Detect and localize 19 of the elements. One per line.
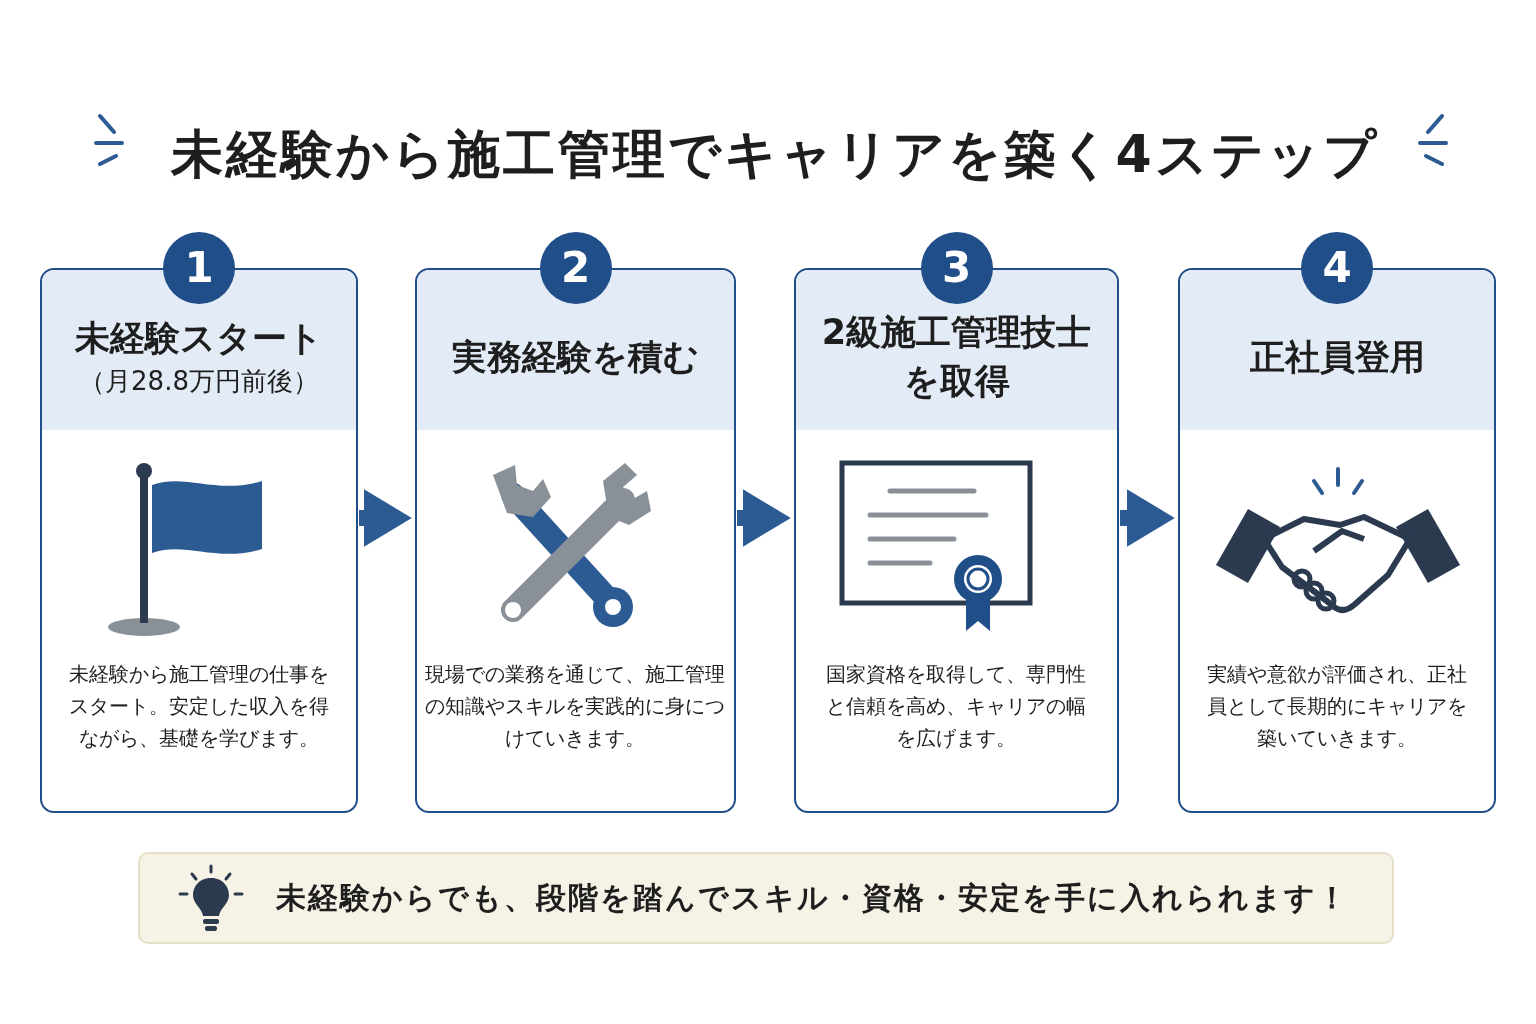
tip-banner bbox=[138, 852, 1394, 944]
step-number: 2 bbox=[539, 232, 612, 304]
step-description: 実績や意欲が評価され、正社員として長期的にキャリアを築いていきます。 bbox=[1205, 661, 1468, 752]
tip-text: 未経験からでも、段階を踏んでスキル・資格・安定を手に入れられます！ bbox=[276, 879, 1349, 917]
step-number: 1 bbox=[163, 232, 235, 304]
arrow bbox=[737, 489, 791, 547]
arrow bbox=[1120, 489, 1175, 547]
step-description: 現場での業務を通じて、施工管理の知識やスキルを実践的に身につけていきます。 bbox=[425, 661, 725, 752]
step-number: 4 bbox=[1301, 232, 1373, 304]
step-description: 未経験から施工管理の仕事をスタート。安定した収入を得ながら、基礎を学びます。 bbox=[68, 661, 329, 752]
title: 未経験から施工管理でキャリアを築く4ステップ bbox=[169, 123, 1380, 186]
step-heading: 2級施工管理技士を取得 bbox=[820, 311, 1093, 403]
step-number: 3 bbox=[920, 232, 993, 304]
step-description: 国家資格を取得して、専門性と信頼を高め、キャリアの幅を広げます。 bbox=[826, 661, 1086, 752]
arrow bbox=[359, 489, 412, 547]
step-heading: 未経験スタート bbox=[75, 317, 323, 361]
step-heading: 正社員登用 bbox=[1249, 335, 1425, 379]
step-heading: 実務経験を積む bbox=[452, 335, 699, 379]
step-subheading: （月28.8万円前後） bbox=[79, 365, 319, 399]
